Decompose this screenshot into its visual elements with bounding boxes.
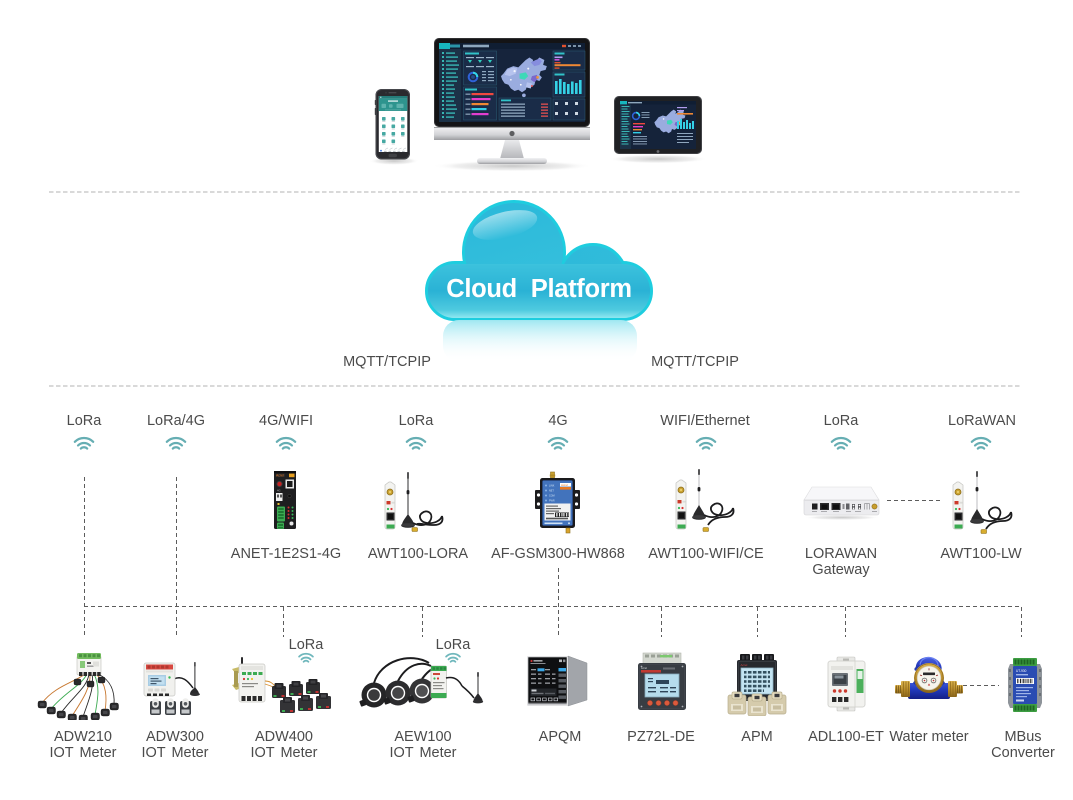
svg-text:NET: NET	[549, 490, 554, 493]
svg-text:UT-930: UT-930	[1016, 669, 1027, 673]
svg-text:COM: COM	[549, 495, 555, 498]
svg-text:LINK: LINK	[549, 485, 555, 488]
svg-text:Acrel: Acrel	[276, 474, 284, 478]
svg-text:Acrel: Acrel	[641, 666, 647, 670]
svg-text:Cloud Platform: Cloud Platform	[446, 275, 632, 303]
svg-text:PWR: PWR	[549, 500, 555, 503]
svg-text:Acrel: Acrel	[561, 483, 568, 487]
svg-text:4G: 4G	[277, 489, 280, 493]
svg-text:Acrel: Acrel	[741, 663, 748, 667]
